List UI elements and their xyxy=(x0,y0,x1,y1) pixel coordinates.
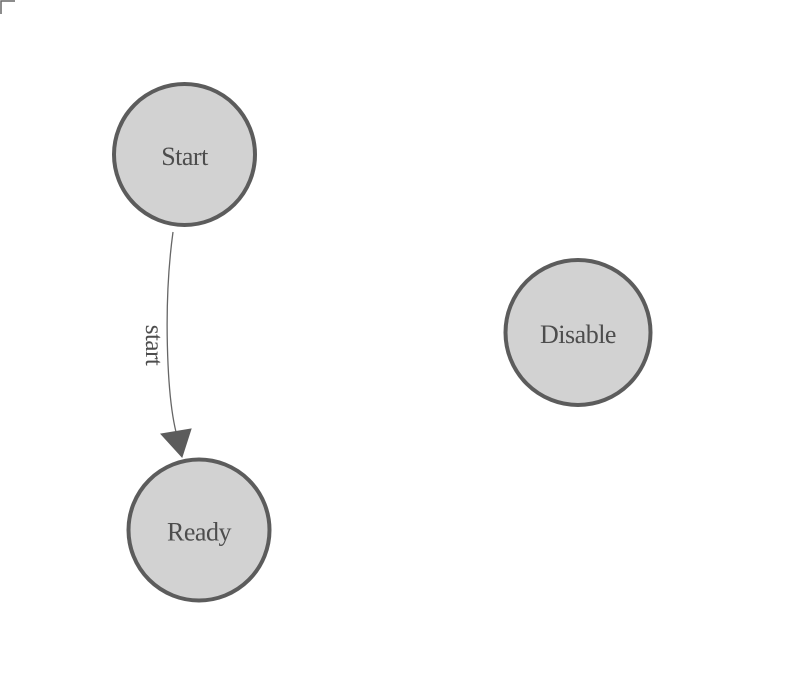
node-disable-circle[interactable] xyxy=(503,258,653,407)
node-start-circle[interactable] xyxy=(112,82,257,227)
node-ready[interactable]: Ready xyxy=(126,457,272,603)
edge-start-to-ready[interactable]: start xyxy=(140,231,192,458)
edge-path[interactable] xyxy=(166,231,177,433)
node-disable[interactable]: Disable xyxy=(503,258,653,407)
canvas-corner-mark xyxy=(0,0,15,14)
edge-arrowhead-icon xyxy=(160,428,192,458)
node-ready-circle[interactable] xyxy=(126,457,272,603)
edge-label[interactable]: start xyxy=(140,325,167,366)
node-start[interactable]: Start xyxy=(112,82,257,227)
